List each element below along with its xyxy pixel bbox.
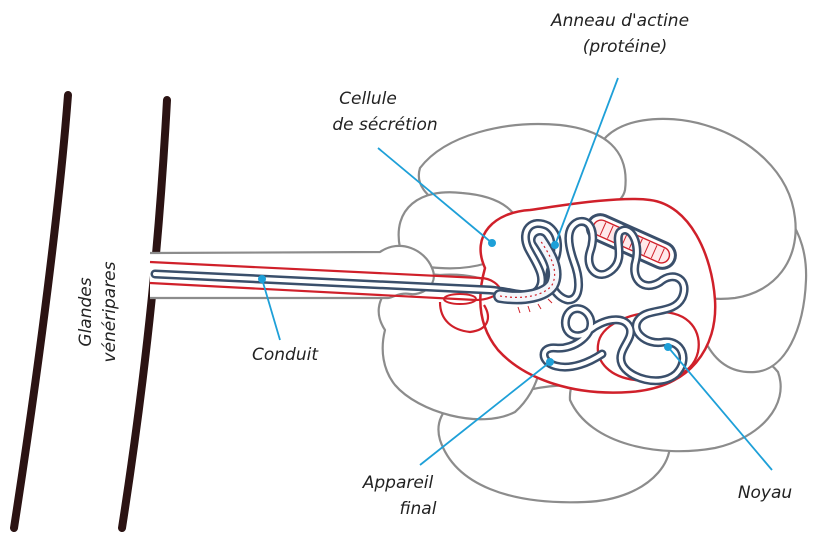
leader-conduit bbox=[258, 275, 281, 341]
label-conduit: Conduit bbox=[252, 345, 319, 365]
label-glandes-line1: Glandes bbox=[76, 277, 96, 346]
label-appareil-line1: Appareil bbox=[362, 473, 434, 493]
label-appareil-line2: final bbox=[400, 499, 437, 519]
duct-pouch bbox=[438, 301, 489, 334]
label-anneau-line1: Anneau d'actine bbox=[550, 11, 689, 31]
label-noyau: Noyau bbox=[738, 483, 793, 503]
leader-appareil bbox=[419, 358, 554, 466]
actin-lined-segment bbox=[493, 233, 562, 314]
label-cellule-line1: Cellule bbox=[339, 89, 397, 109]
nucleus bbox=[596, 310, 700, 383]
leader-cellule bbox=[377, 147, 496, 247]
gland-wall-left bbox=[10, 91, 72, 532]
label-anneau-line2: (protéine) bbox=[583, 37, 668, 57]
gland-wall-right bbox=[118, 96, 171, 532]
label-glandes-line2: vénéripares bbox=[100, 261, 120, 362]
label-cellule-line2: de sécrétion bbox=[332, 115, 437, 135]
leader-noyau bbox=[664, 343, 773, 471]
duct-vesicle bbox=[443, 293, 477, 305]
leader-anneau bbox=[551, 77, 619, 249]
